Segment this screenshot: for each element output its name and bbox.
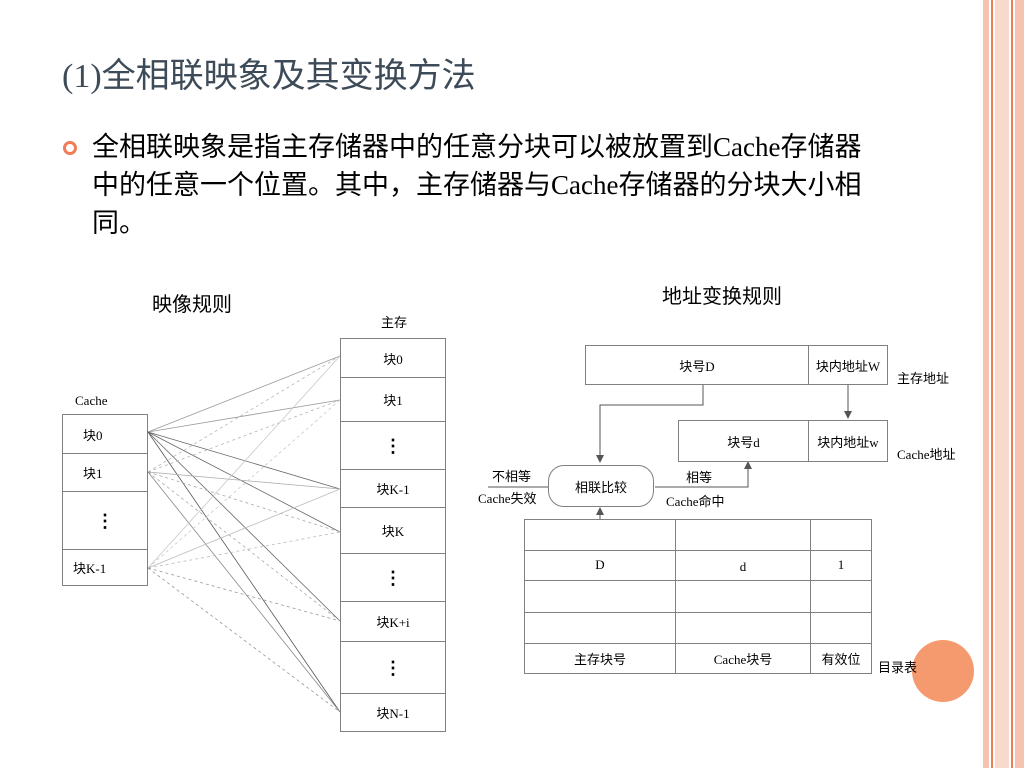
main-block: 块N-1	[340, 694, 446, 732]
dir-header: Cache块号	[675, 644, 811, 674]
mapping-rule-heading: 映像规则	[152, 294, 232, 316]
frame-stripe	[1011, 0, 1013, 768]
cache-addr-offset: 块内地址w	[808, 420, 888, 462]
main-block: 块0	[340, 338, 446, 378]
main-block: 块1	[340, 378, 446, 422]
main-memory-label: 主存	[381, 315, 408, 330]
not-equal-label: 不相等	[492, 469, 532, 484]
cache-block: 块1	[62, 454, 148, 492]
slide-title: (1)全相联映象及其变换方法	[62, 58, 476, 95]
main-ellipsis: ⋮	[340, 642, 446, 694]
decorative-circle	[912, 640, 974, 702]
frame-stripe	[995, 0, 1009, 768]
dir-cell	[810, 519, 872, 551]
dir-header: 有效位	[810, 644, 872, 674]
cache-label: Cache	[75, 393, 108, 408]
dir-cell	[810, 581, 872, 613]
main-block: 块K+i	[340, 602, 446, 642]
frame-stripe	[1015, 0, 1024, 768]
cache-hit-label: Cache命中	[666, 494, 725, 509]
main-block: 块K-1	[340, 470, 446, 508]
equal-label: 相等	[686, 470, 713, 485]
frame-stripe	[991, 0, 993, 768]
cache-addr-block: 块号d	[678, 420, 809, 462]
cache-block: 块K-1	[62, 550, 148, 586]
dir-cell	[524, 519, 676, 551]
dir-cell: D	[524, 551, 676, 581]
cache-miss-label: Cache失效	[478, 491, 537, 506]
frame-stripe	[983, 0, 989, 768]
dir-cell	[524, 581, 676, 613]
associative-compare-box: 相联比较	[548, 465, 654, 507]
main-addr-offset: 块内地址W	[808, 345, 888, 385]
main-ellipsis: ⋮	[340, 554, 446, 602]
cache-addr-label: Cache地址	[897, 447, 956, 462]
cache-block: 块0	[62, 414, 148, 454]
main-ellipsis: ⋮	[340, 422, 446, 470]
directory-table-label: 目录表	[878, 660, 918, 675]
address-rule-heading: 地址变换规则	[662, 286, 782, 308]
dir-cell	[810, 613, 872, 644]
dir-cell	[675, 519, 811, 551]
dir-cell	[675, 581, 811, 613]
bullet-ring-icon	[63, 141, 77, 155]
dir-cell: 1	[810, 551, 872, 581]
bullet-text: 全相联映象是指主存储器中的任意分块可以被放置到Cache存储器中的任意一个位置。…	[92, 132, 862, 238]
main-addr-label: 主存地址	[897, 371, 950, 386]
cache-ellipsis: ⋮	[62, 492, 148, 550]
dir-cell: d	[675, 551, 811, 581]
dir-cell	[524, 613, 676, 644]
main-block: 块K	[340, 508, 446, 554]
dir-header: 主存块号	[524, 644, 676, 674]
dir-cell	[675, 613, 811, 644]
main-addr-block: 块号D	[585, 345, 809, 385]
